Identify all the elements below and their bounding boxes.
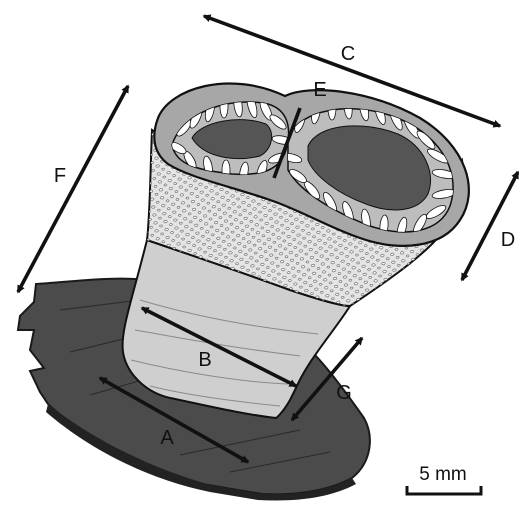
scale-bar: 5 mm <box>407 464 481 494</box>
label-b: B <box>198 349 211 371</box>
label-d: D <box>501 229 515 251</box>
scale-bar-line <box>407 486 481 494</box>
stem <box>123 83 469 418</box>
dimension-line-d <box>462 172 518 280</box>
label-c: C <box>341 43 355 65</box>
label-g: G <box>336 382 352 404</box>
label-f: F <box>54 165 66 187</box>
label-e: E <box>313 79 326 101</box>
scale-bar-label: 5 mm <box>419 464 467 485</box>
label-a: A <box>160 427 174 449</box>
dimension-line-f <box>18 86 128 292</box>
